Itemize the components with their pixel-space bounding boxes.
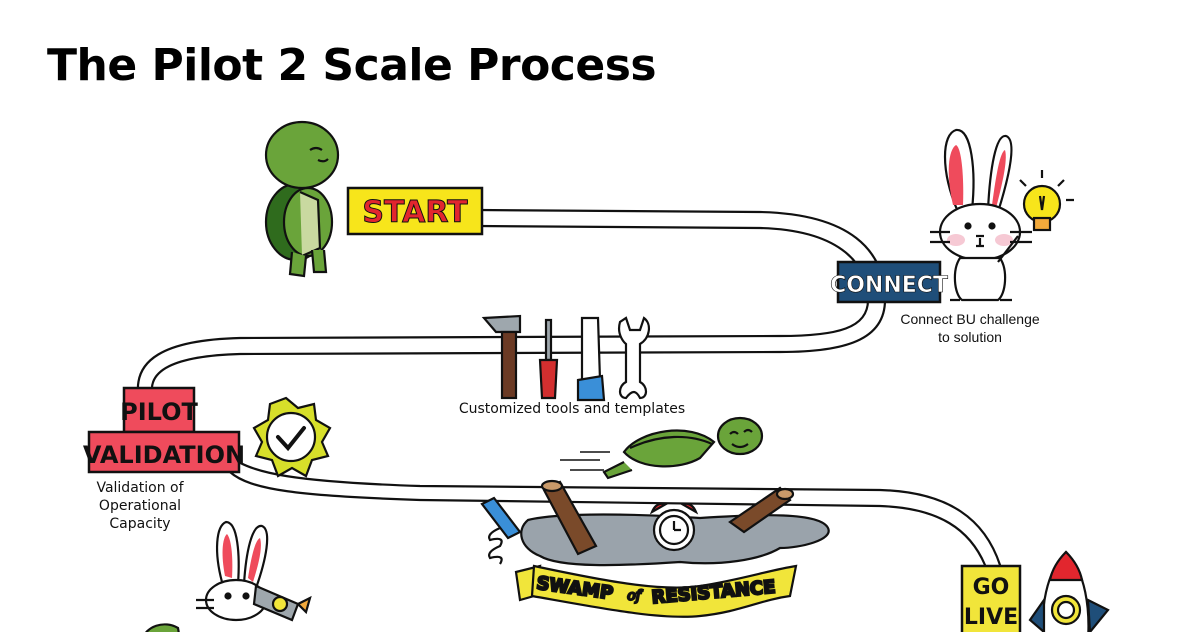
page-title: The Pilot 2 Scale Process xyxy=(47,40,657,91)
pilot-label-line2: VALIDATION xyxy=(83,441,245,469)
lightbulb-icon xyxy=(1019,170,1074,232)
rabbit-icon xyxy=(196,520,312,622)
connect-sign: CONNECT xyxy=(830,260,948,304)
connect-caption: Connect BU challenge to solution xyxy=(880,310,1060,346)
turtle-icon xyxy=(264,120,340,278)
turtle-icon xyxy=(560,416,764,480)
golive-label-line1: GO xyxy=(973,575,1010,600)
swamp-word2: of xyxy=(627,588,643,604)
turtle-icon xyxy=(145,623,180,632)
go-live-sign: GO LIVE xyxy=(960,564,1022,632)
pilot-validation-sign: PILOT VALIDATION xyxy=(83,386,245,474)
connect-caption-line2: to solution xyxy=(938,329,1002,345)
rabbit-icon xyxy=(930,128,1032,302)
start-label: START xyxy=(362,195,468,230)
rocket-icon xyxy=(1028,550,1110,632)
road xyxy=(136,208,1002,567)
saw-icon xyxy=(576,316,606,402)
pilot-caption-line2: Operational xyxy=(99,498,181,514)
log-icon xyxy=(540,479,598,556)
connect-label: CONNECT xyxy=(830,273,948,298)
connect-caption-line1: Connect BU challenge xyxy=(900,311,1040,327)
pilot-label-line1: PILOT xyxy=(120,398,198,426)
checkmark-badge-icon xyxy=(252,396,332,478)
hammer-icon xyxy=(481,314,522,400)
spring-icon xyxy=(480,496,522,565)
start-sign: START xyxy=(346,186,484,236)
golive-label-line2: LIVE xyxy=(964,605,1018,630)
swamp-banner: SWAMP of RESISTANCE xyxy=(514,564,798,618)
tools-caption: Customized tools and templates xyxy=(459,401,685,417)
wrench-icon xyxy=(618,316,650,400)
pilot-caption-line3: Capacity xyxy=(109,516,170,532)
alarm-clock-icon xyxy=(649,502,699,552)
pilot-caption-line1: Validation of xyxy=(96,480,184,496)
log-icon xyxy=(728,486,795,534)
screwdriver-icon xyxy=(538,318,559,400)
